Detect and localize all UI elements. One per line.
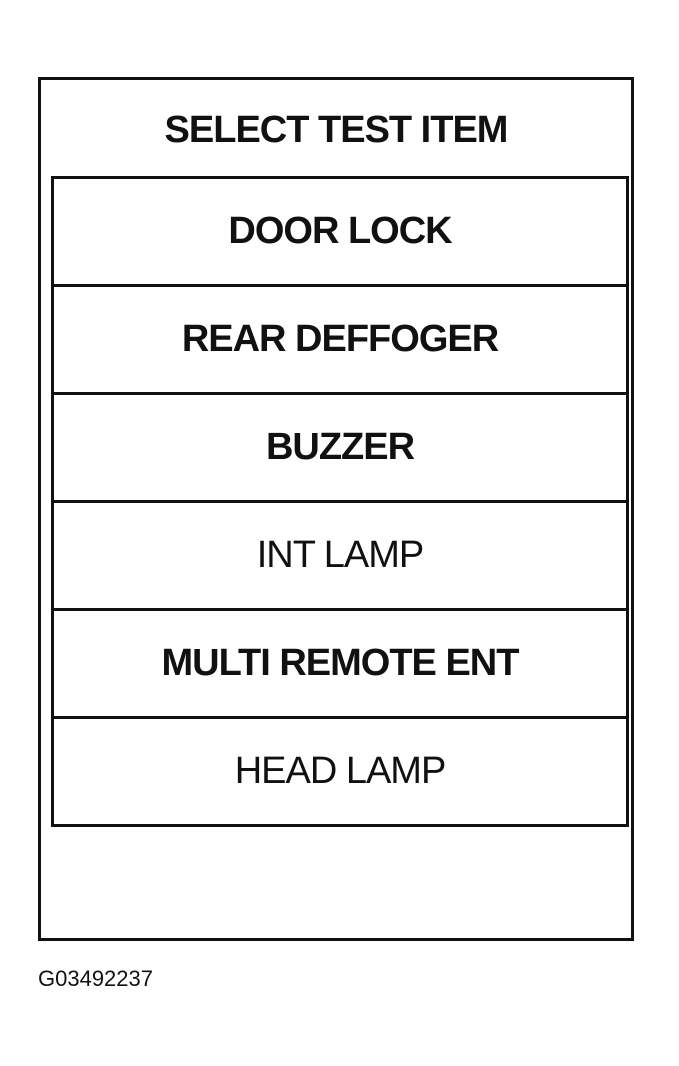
tester-screen: SELECT TEST ITEM DOOR LOCK REAR DEFFOGER… <box>38 77 634 941</box>
menu-item-multi-remote-ent[interactable]: MULTI REMOTE ENT <box>54 611 626 719</box>
figure-id: G03492237 <box>38 966 153 991</box>
test-item-menu: DOOR LOCK REAR DEFFOGER BUZZER INT LAMP … <box>51 176 629 827</box>
menu-item-rear-deffoger[interactable]: REAR DEFFOGER <box>54 287 626 395</box>
menu-item-buzzer[interactable]: BUZZER <box>54 395 626 503</box>
menu-item-door-lock[interactable]: DOOR LOCK <box>54 179 626 287</box>
menu-item-int-lamp[interactable]: INT LAMP <box>54 503 626 611</box>
menu-item-head-lamp[interactable]: HEAD LAMP <box>234 750 447 792</box>
screen-title: SELECT TEST ITEM <box>164 108 509 151</box>
